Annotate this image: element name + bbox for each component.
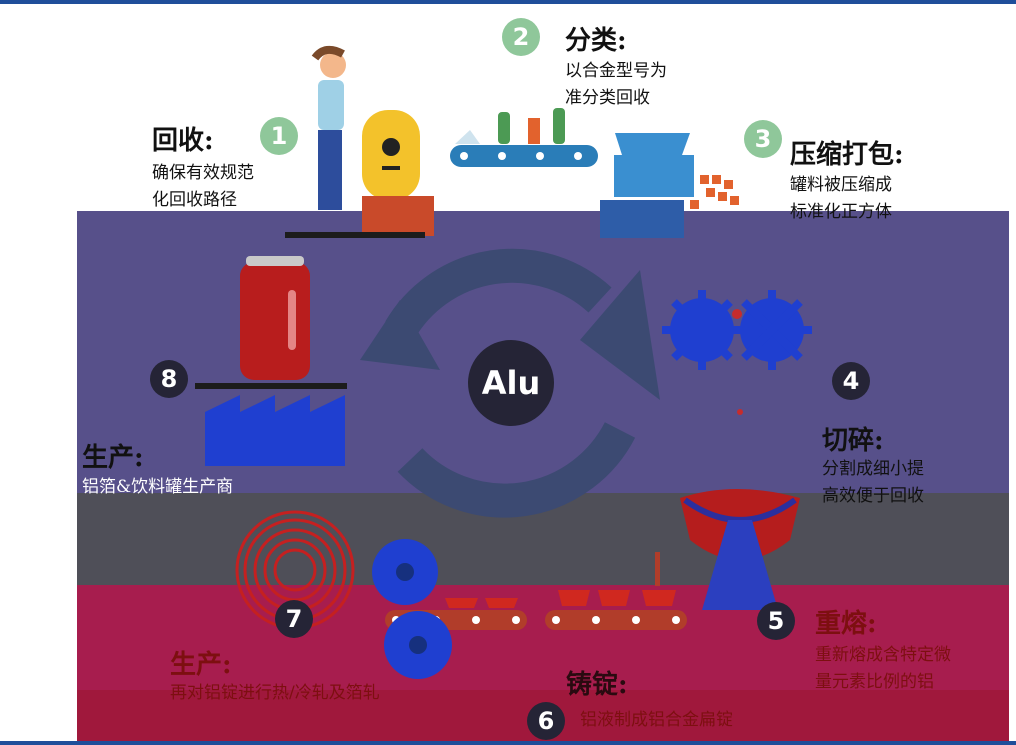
shredder-gears-icon: [662, 290, 812, 415]
step-6-desc-line: 铝液制成铝合金扁锭: [580, 710, 733, 730]
cycle-arrowhead-left-icon: [360, 300, 440, 370]
bottom-rule: [0, 741, 1016, 745]
person-icon: [311, 45, 346, 210]
step-3-title: 压缩打包:: [790, 140, 904, 170]
step-6-desc: 铝液制成铝合金扁锭: [580, 707, 733, 734]
step-6-title: 铸锭:: [566, 670, 628, 700]
step-1-badge: 1: [260, 117, 298, 155]
band-red: [77, 585, 1009, 690]
step-1-title: 回收:: [152, 126, 214, 156]
step-6-badge: 6: [527, 702, 565, 740]
step-1-desc-line: 确保有效规范: [152, 163, 254, 183]
top-rule: [0, 0, 1016, 4]
compactor-icon: [600, 133, 739, 238]
step-3-desc-line: 标准化正方体: [790, 202, 892, 222]
recycle-bin-icon: [362, 110, 434, 236]
step-2-desc-line: 准分类回收: [565, 88, 650, 108]
step-7-desc: 再对铝锭进行热/冷轧及箔轧: [170, 680, 380, 707]
step-8-title: 生产:: [82, 443, 144, 473]
cycle-arrowhead-right-icon: [580, 270, 660, 400]
conveyor-bottles-icon: [450, 108, 598, 167]
step-5-title: 重熔:: [815, 609, 877, 639]
cycle-arrows-icon: [385, 248, 636, 518]
step-4-desc: 分割成细小提 高效便于回收: [822, 456, 924, 510]
furnace-icon: [680, 489, 800, 610]
step-2-desc: 以合金型号为 准分类回收: [565, 58, 667, 112]
step-4-badge: 4: [832, 362, 870, 400]
factory-icon: [205, 395, 345, 466]
step-7-badge: 7: [275, 600, 313, 638]
step-5-desc-line: 量元素比例的铝: [815, 672, 934, 692]
roller-icon: [372, 539, 452, 679]
step-5-badge: 5: [757, 602, 795, 640]
soda-can-icon: [240, 256, 310, 380]
step-8-badge: 8: [150, 360, 188, 398]
step-7-desc-line: 再对铝锭进行热/冷轧及箔轧: [170, 683, 380, 703]
step-1-desc-line: 化回收路径: [152, 190, 237, 210]
step-3-desc-line: 罐料被压缩成: [790, 175, 892, 195]
step-3-desc: 罐料被压缩成 标准化正方体: [790, 172, 892, 226]
aluminum-coil-icon: [235, 510, 355, 630]
step-5-desc-line: 重新熔成含特定微: [815, 645, 951, 665]
can-platform-icon: [195, 383, 347, 389]
step-5-desc: 重新熔成含特定微 量元素比例的铝: [815, 642, 1005, 696]
step-1-desc: 确保有效规范 化回收路径: [152, 160, 254, 214]
step-4-desc-line: 高效便于回收: [822, 486, 924, 506]
step-8-desc: 铝箔&饮料罐生产商: [82, 474, 233, 501]
step-4-desc-line: 分割成细小提: [822, 459, 924, 479]
step-8-desc-line: 铝箔&饮料罐生产商: [82, 477, 234, 497]
step-2-badge: 2: [502, 18, 540, 56]
step-7-title: 生产:: [170, 650, 232, 680]
step-3-badge: 3: [744, 120, 782, 158]
platform-icon: [285, 232, 425, 238]
step-4-title: 切碎:: [822, 426, 884, 456]
step-2-desc-line: 以合金型号为: [565, 61, 667, 81]
step-2-title: 分类:: [565, 26, 627, 56]
alu-center-badge: Alu: [468, 340, 554, 426]
